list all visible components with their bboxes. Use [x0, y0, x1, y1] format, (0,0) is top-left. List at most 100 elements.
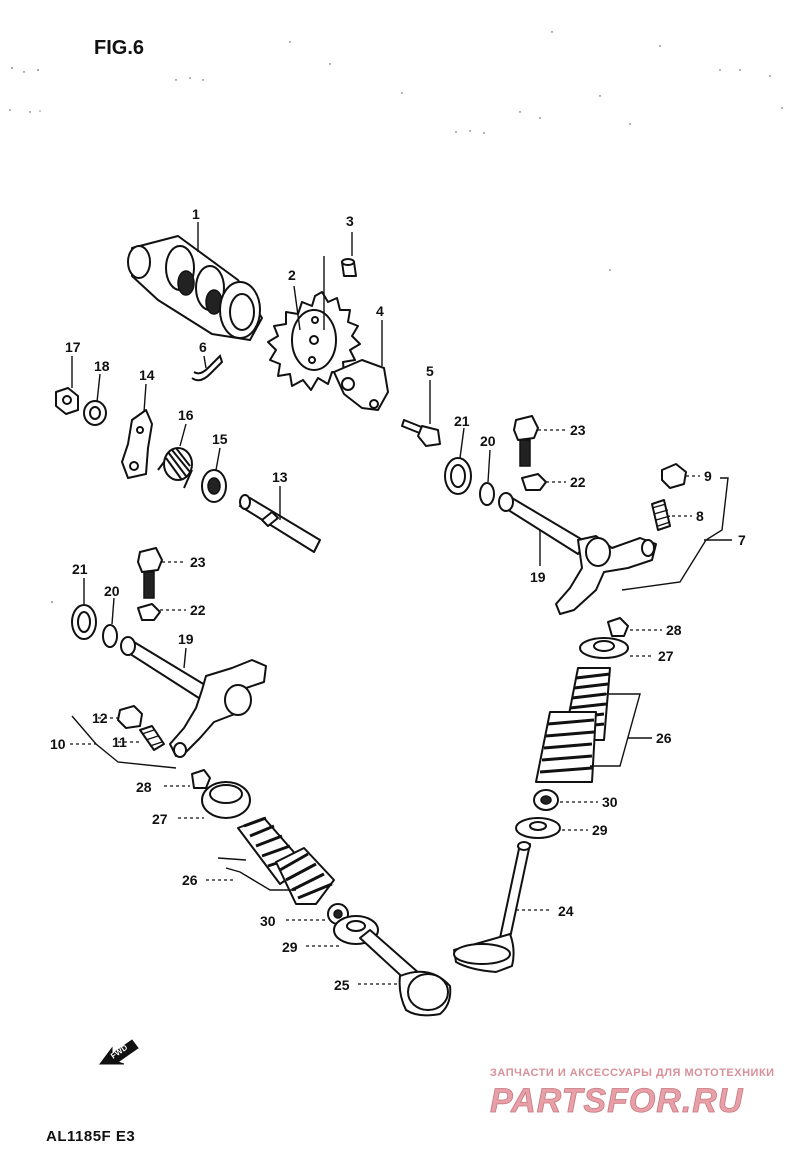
oil-seal-15	[201, 469, 227, 503]
watermark-tagline: ЗАПЧАСТИ И АКСЕССУАРЫ ДЛЯ МОТОТЕХНИКИ	[490, 1067, 775, 1079]
nut-17	[55, 387, 79, 415]
leader-21-upper	[459, 427, 465, 459]
callout-19-upper: 19	[530, 569, 546, 585]
valve-spring-26-left	[237, 816, 335, 905]
callout-25: 25	[334, 977, 350, 993]
callout-4: 4	[376, 303, 384, 319]
callout-15: 15	[212, 431, 228, 447]
callout-13: 13	[272, 469, 288, 485]
figure-title: FIG.6	[94, 37, 144, 59]
bolt-23-upper	[513, 415, 539, 467]
circlip	[191, 354, 224, 382]
leader-2	[293, 285, 301, 331]
callout-26-left: 26	[182, 872, 198, 888]
leader-6	[203, 355, 207, 369]
tensioner-bracket	[333, 359, 389, 411]
bolt-5	[401, 419, 441, 447]
callout-24: 24	[558, 903, 574, 919]
retainer-27-left	[201, 781, 251, 819]
washer-22-upper	[521, 473, 547, 491]
callout-12: 12	[92, 710, 108, 726]
rocker-shaft-19-lower	[120, 636, 211, 701]
callout-14: 14	[139, 367, 155, 383]
callout-29-left: 29	[282, 939, 298, 955]
callout-21-upper: 21	[454, 413, 470, 429]
callout-22-upper: 22	[570, 474, 586, 490]
cam-sprocket	[267, 291, 361, 391]
adjuster-screw-8	[651, 499, 671, 531]
callout-20-lower: 20	[104, 583, 120, 599]
cotter-28-right	[607, 617, 629, 637]
callout-27-left: 27	[152, 811, 168, 827]
camshaft	[127, 235, 263, 341]
lock-nut-9	[661, 463, 687, 489]
callout-11: 11	[112, 734, 127, 750]
leader-7-bracket	[621, 477, 729, 591]
callout-18: 18	[94, 358, 110, 374]
callout-26-right: 26	[656, 730, 672, 746]
callout-29-right: 29	[592, 822, 608, 838]
intake-valve-25	[359, 929, 452, 1017]
leader-26-right-bracket	[590, 693, 641, 767]
washer-21-lower	[71, 604, 97, 640]
watermark: ЗАПЧАСТИ И АКСЕССУАРЫ ДЛЯ МОТОТЕХНИКИ PA…	[490, 1067, 775, 1120]
rocker-arm-7	[555, 535, 657, 615]
washer-21-upper	[444, 457, 472, 495]
dowel-pin	[341, 258, 357, 277]
leader-16	[179, 423, 187, 447]
callout-9: 9	[704, 468, 712, 484]
callout-2: 2	[288, 267, 296, 283]
callout-17: 17	[65, 339, 81, 355]
callout-23-lower: 23	[190, 554, 206, 570]
spring-seat-29-right	[515, 817, 561, 839]
callout-1: 1	[192, 206, 200, 222]
callout-8: 8	[696, 508, 704, 524]
adjuster-screw-11	[139, 725, 165, 751]
callout-20-upper: 20	[480, 433, 496, 449]
retainer-27-right	[579, 637, 629, 659]
leader-18	[96, 373, 101, 403]
callout-28-right: 28	[666, 622, 682, 638]
callout-22-lower: 22	[190, 602, 206, 618]
rocker-arm-10	[169, 659, 267, 758]
fwd-arrow-icon: FWD	[99, 1039, 139, 1065]
washer-22-lower	[137, 603, 161, 621]
stem-seal-30-right	[533, 789, 559, 811]
leader-20-upper	[487, 449, 491, 483]
torsion-spring	[157, 447, 193, 489]
leader-10-bracket	[71, 715, 177, 769]
exhaust-valve-24	[453, 841, 531, 973]
lock-nut-12	[117, 705, 143, 729]
rocker-shaft-19-upper	[498, 492, 587, 555]
cotter-28-left	[191, 769, 211, 789]
leader-20-lower	[111, 597, 115, 625]
watermark-logo: PARTSFOR.RU	[490, 1082, 744, 1120]
valve-spring-26-right	[535, 667, 611, 783]
callout-27-right: 27	[658, 648, 674, 664]
bolt-23-lower	[137, 547, 163, 599]
callout-10: 10	[50, 736, 66, 752]
stopper-plate	[121, 409, 153, 479]
callout-21-lower: 21	[72, 561, 88, 577]
washer-18	[83, 400, 107, 426]
leader-19-lower	[183, 647, 187, 669]
leader-26-left-bracket	[217, 857, 296, 891]
o-ring-20-upper	[479, 482, 495, 506]
tensioner-shaft	[239, 494, 321, 553]
callout-7: 7	[738, 532, 746, 548]
callout-6: 6	[199, 339, 207, 355]
callout-30-right: 30	[602, 794, 618, 810]
callout-19-lower: 19	[178, 631, 194, 647]
leader-15	[215, 447, 221, 471]
callout-5: 5	[426, 363, 434, 379]
callout-23-upper: 23	[570, 422, 586, 438]
callout-3: 3	[346, 213, 354, 229]
callout-30-left: 30	[260, 913, 276, 929]
o-ring-20-lower	[102, 624, 118, 648]
scan-noise	[9, 31, 783, 603]
callout-16: 16	[178, 407, 194, 423]
diagram-code: AL1185F E3	[46, 1128, 135, 1145]
leader-14	[143, 383, 147, 413]
